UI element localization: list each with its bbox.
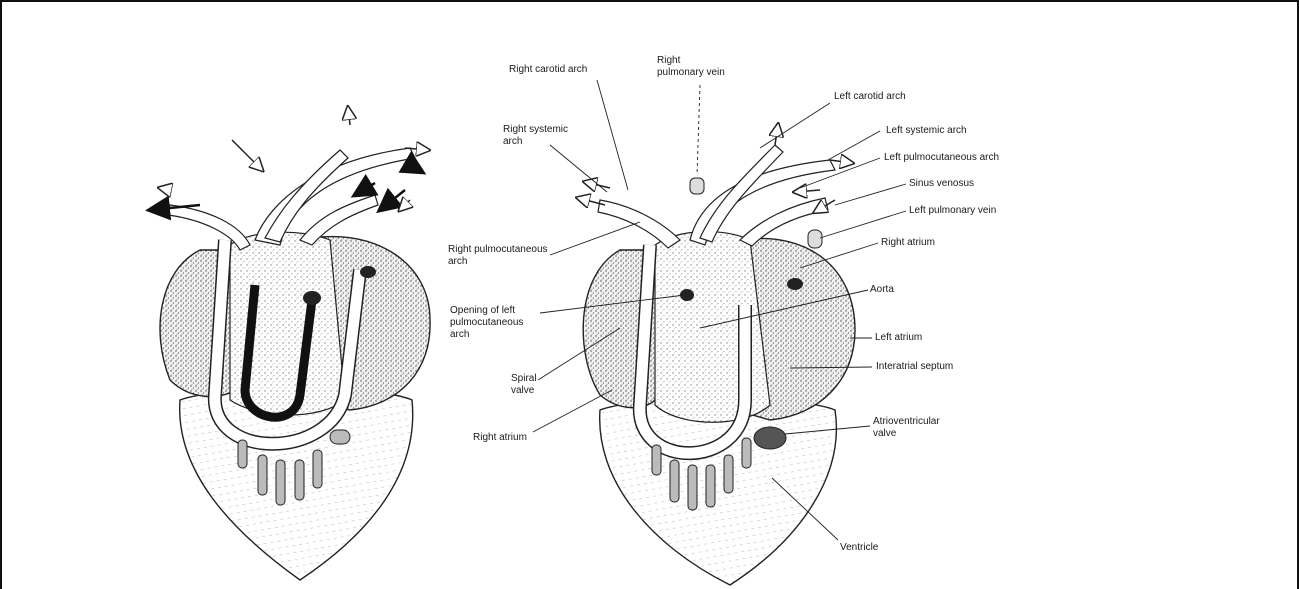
label-left-pulmonary-vein: Left pulmonary vein [909,205,996,217]
label-ventricle: Ventricle [840,542,878,554]
label-atrioventricular-valve-line2: valve [873,428,940,440]
label-atrioventricular-valve-line1: Atrioventricular [873,416,940,428]
label-right-pulmocutaneous-arch: Right pulmocutaneous arch [448,244,548,268]
label-right-pulmocutaneous-arch-line2: arch [448,256,548,268]
label-opening-left-pulmocutaneous-arch: Opening of left pulmocutaneous arch [450,305,523,341]
left-heart-opening-1 [303,291,321,305]
label-left-carotid-arch: Left carotid arch [834,91,906,103]
right-heart [578,125,855,585]
label-right-pulmonary-vein-line2: pulmonary vein [657,67,725,79]
label-right-carotid-arch: Right carotid arch [509,64,587,76]
label-interatrial-septum: Interatrial septum [876,361,953,373]
right-heart-ventricle [600,399,837,585]
label-atrioventricular-valve: Atrioventricular valve [873,416,940,440]
label-opening-line3: arch [450,329,523,341]
label-spiral-valve-line2: valve [511,385,537,397]
label-right-atrium-top: Right atrium [881,237,935,249]
left-heart-opening-2 [360,266,376,278]
left-heart [150,108,430,580]
right-heart-central-chamber [655,232,770,423]
label-right-systemic-arch: Right systemic arch [503,124,568,148]
label-right-pulmonary-vein: Right pulmonary vein [657,55,725,79]
right-heart-opening-2 [787,278,803,290]
label-right-pulmocutaneous-arch-line1: Right pulmocutaneous [448,244,548,256]
label-sinus-venosus: Sinus venosus [909,178,974,190]
atrioventricular-valve-shape [754,427,786,449]
label-right-systemic-arch-line1: Right systemic [503,124,568,136]
label-aorta: Aorta [870,284,894,296]
label-right-pulmonary-vein-line1: Right [657,55,725,67]
label-right-atrium-bottom: Right atrium [473,432,527,444]
label-left-systemic-arch: Left systemic arch [886,125,967,137]
label-left-pulmocutaneous-arch: Left pulmocutaneous arch [884,152,999,164]
label-spiral-valve-line1: Spiral [511,373,537,385]
label-opening-line2: pulmocutaneous [450,317,523,329]
label-right-systemic-arch-line2: arch [503,136,568,148]
label-spiral-valve: Spiral valve [511,373,537,397]
label-left-atrium: Left atrium [875,332,922,344]
label-opening-line1: Opening of left [450,305,523,317]
